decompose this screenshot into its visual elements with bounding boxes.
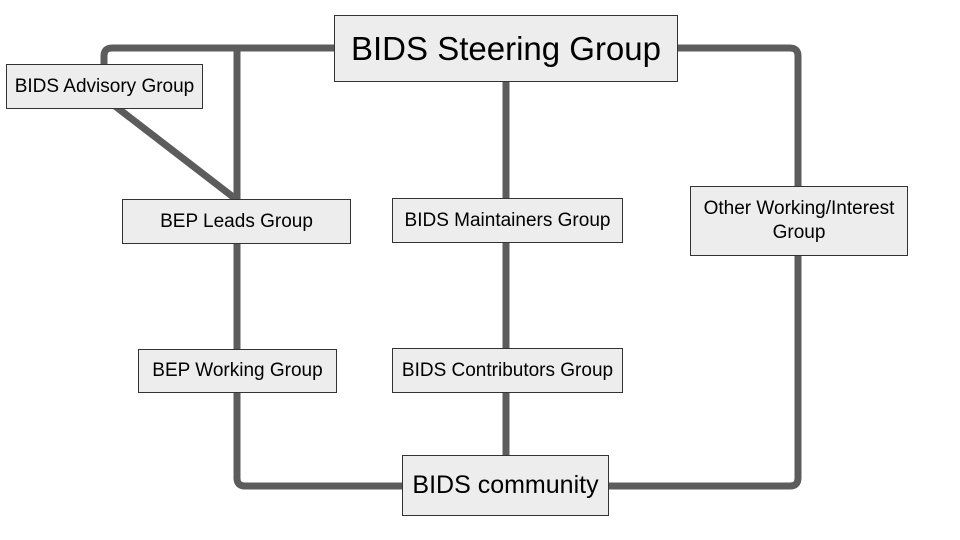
- node-bids-contributors-group: BIDS Contributors Group: [392, 348, 623, 393]
- node-label: BIDS Advisory Group: [14, 75, 195, 97]
- connector-bep-working-community: [233, 392, 404, 490]
- node-label: BEP Leads Group: [160, 210, 313, 232]
- connector-advisory-bep-leads: [99, 93, 240, 203]
- connector-steering-other-wig: [676, 44, 802, 187]
- node-label: BIDS community: [412, 470, 599, 499]
- node-bids-steering-group: BIDS Steering Group: [334, 15, 678, 82]
- node-other-working-interest-group: Other Working/Interest Group: [690, 186, 908, 256]
- node-bids-community: BIDS community: [402, 455, 609, 516]
- node-bids-advisory-group: BIDS Advisory Group: [6, 64, 203, 109]
- connector-steering-advisory: [100, 44, 337, 82]
- node-label: BIDS Maintainers Group: [404, 209, 611, 231]
- node-label: Other Working/Interest Group: [703, 198, 895, 243]
- node-bep-leads-group: BEP Leads Group: [122, 199, 351, 244]
- connector-other-wig-community: [607, 255, 802, 490]
- node-label: BIDS Contributors Group: [401, 359, 614, 381]
- node-bep-working-group: BEP Working Group: [138, 349, 337, 393]
- node-bids-maintainers-group: BIDS Maintainers Group: [392, 198, 623, 243]
- node-label: BIDS Steering Group: [351, 29, 661, 67]
- node-label: BEP Working Group: [152, 360, 323, 382]
